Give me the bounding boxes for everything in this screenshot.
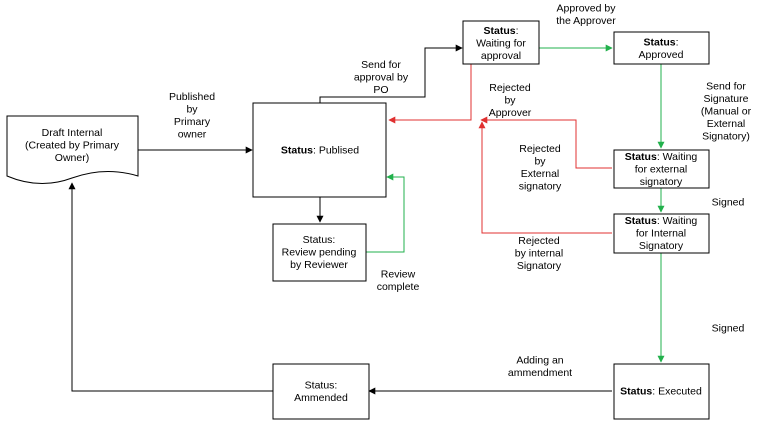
text-line: Status:	[305, 379, 338, 391]
text-line-rest: : Waiting	[657, 215, 698, 227]
text-line: (Manual or	[701, 106, 752, 118]
text-line-rest: : Executed	[652, 386, 702, 398]
text-line: Owner)	[55, 152, 89, 164]
text-line: Rejected	[489, 82, 531, 94]
text-line: Status	[483, 25, 515, 37]
text-line: Review	[381, 268, 416, 280]
text-line: for external	[635, 164, 688, 176]
text-line: Approver	[489, 107, 532, 119]
text-line: ammendment	[508, 367, 572, 379]
edge-rejected-external	[480, 116, 612, 169]
text-line: Signatory	[639, 240, 684, 252]
text-line: Signature	[704, 93, 749, 105]
text-line: for Internal	[636, 228, 686, 240]
text-line: Signatory	[517, 260, 562, 272]
text-line: the Approver	[556, 15, 616, 27]
node-status-approved: Status:Approved	[613, 31, 710, 65]
text-line: Status	[281, 145, 313, 157]
text-line: Review pending	[282, 247, 357, 259]
text-line-rest: : Publised	[313, 145, 359, 157]
node-text: Status: Executed	[620, 386, 702, 398]
text-line: Signed	[712, 197, 745, 209]
text-line: by internal	[515, 248, 563, 260]
text-line: External	[707, 118, 746, 130]
text-line: Ammended	[294, 392, 348, 404]
text-line-rest: :	[676, 36, 679, 48]
text-line: Draft Internal	[42, 127, 103, 139]
node-text: Status: Publised	[281, 145, 359, 157]
text-line: Approved by	[557, 2, 617, 14]
text-line: Rejected	[519, 143, 561, 155]
text-line: Status	[625, 151, 657, 163]
text-line-rest: :	[516, 25, 519, 37]
text-line: approval by	[354, 72, 409, 84]
text-line: complete	[377, 281, 420, 293]
text-line: owner	[178, 128, 207, 140]
text-line: Waiting for	[476, 38, 526, 50]
text-line: Status	[643, 36, 675, 48]
text-line: by	[186, 103, 198, 115]
text-line: Status	[620, 386, 652, 398]
text-line-rest: : Waiting	[657, 151, 698, 163]
text-line: Rejected	[518, 235, 560, 247]
text-line: Send for	[706, 81, 746, 93]
text-line: Status:	[303, 234, 336, 246]
document-shape	[6, 115, 139, 185]
text-line: by	[504, 95, 516, 107]
node-status-ammended: Status:Ammended	[272, 363, 370, 420]
node-status-publised: Status: Publised	[252, 102, 387, 198]
text-line: by Reviewer	[290, 259, 348, 271]
label-signed-1: Signed	[712, 197, 745, 209]
text-line: signatory	[640, 176, 683, 188]
text-line: approval	[481, 50, 521, 62]
node-text: Status:Ammended	[294, 379, 348, 404]
text-line: Signed	[712, 323, 745, 335]
text-line: Published	[169, 91, 215, 103]
text-line: (Created by Primary	[25, 140, 120, 152]
edge-rejected-approver-to-publised	[388, 64, 472, 124]
node-text: Status:Approved	[639, 36, 684, 61]
text-line: Signatory)	[702, 131, 750, 143]
node-status-executed: Status: Executed	[613, 363, 710, 420]
edge-review-to-publised	[366, 173, 405, 253]
text-line: signatory	[519, 180, 562, 192]
text-line: Send for	[361, 59, 401, 71]
connectors	[68, 44, 665, 395]
text-line: by	[534, 155, 546, 167]
edge-ammended-to-draft	[68, 182, 273, 392]
text-line: Primary	[174, 116, 211, 128]
text-line: External	[521, 168, 560, 180]
text-line: Approved	[639, 49, 684, 61]
edge-rejected-internal	[478, 121, 612, 234]
label-signed-2: Signed	[712, 323, 745, 335]
edge-publised-to-waiting-approval	[319, 44, 463, 103]
text-line: Adding an	[516, 354, 563, 366]
text-line: Status	[625, 215, 657, 227]
text-line: PO	[373, 84, 388, 96]
